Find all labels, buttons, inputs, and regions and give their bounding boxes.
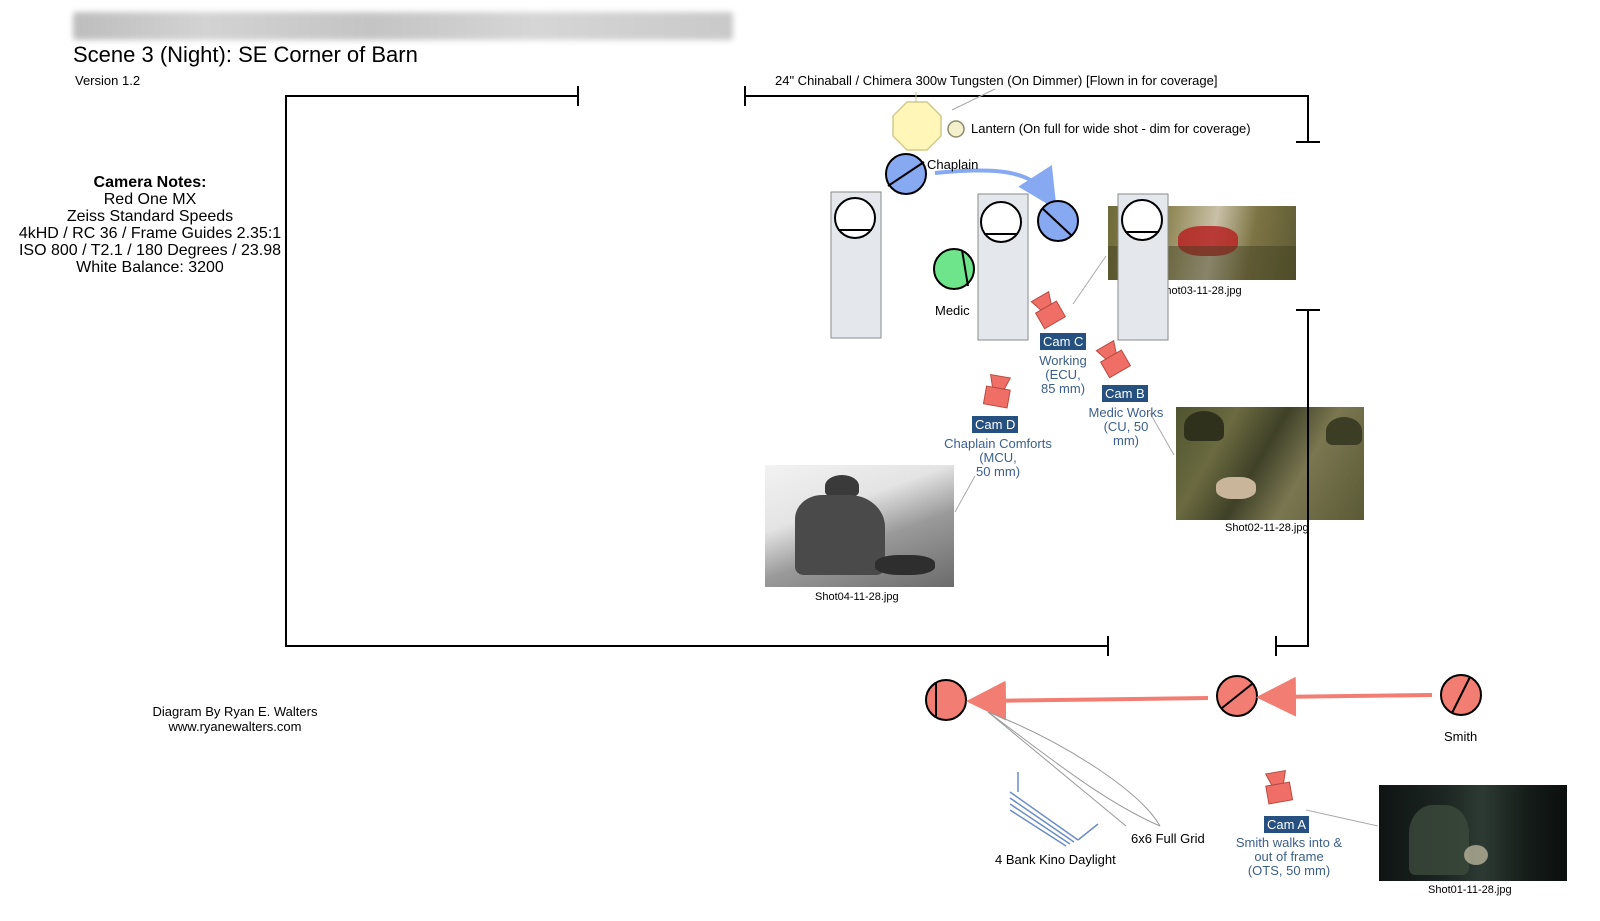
shot02-photo [1176, 407, 1364, 520]
cam-b-desc-line: mm) [1113, 433, 1139, 448]
cam-a-desc-line: (OTS, 50 mm) [1247, 863, 1331, 878]
diagram-credit: Diagram By Ryan E. Walters www.ryanewalt… [130, 704, 340, 734]
cam-d-desc-line: Chaplain Comforts [944, 436, 1052, 451]
scene-title: Scene 3 (Night): SE Corner of Barn [73, 42, 418, 67]
chaplain-move-arrow [934, 164, 1057, 210]
lantern-light [947, 120, 965, 138]
camera-note-line: 4kHD / RC 36 / Frame Guides 2.35:1 [18, 225, 282, 242]
lantern-label: Lantern (On full for wide shot - dim for… [971, 121, 1251, 136]
cam-d-icon [982, 373, 1012, 409]
camera-note-line: Zeiss Standard Speeds [66, 208, 234, 225]
smith-move-arrow-1 [1256, 676, 1433, 717]
kino-label: 4 Bank Kino Daylight [995, 852, 1116, 867]
patient-2 [980, 201, 1022, 243]
blurred-production-title [73, 12, 733, 40]
grid-frame [987, 711, 1161, 827]
shot01-photo [1379, 785, 1567, 881]
chinaball-light [892, 101, 942, 151]
shot02-caption: Shot02-11-28.jpg [1225, 522, 1309, 534]
cam-b-icon [1095, 339, 1132, 379]
patient-1 [834, 197, 876, 239]
camera-note-line: Red One MX [103, 191, 197, 208]
credit-author: Diagram By Ryan E. Walters [152, 704, 318, 719]
cam-c-desc-line: 85 mm) [1040, 381, 1086, 396]
camera-notes: Camera Notes: Red One MX Zeiss Standard … [0, 174, 300, 276]
cam-d-tag: Cam D [972, 416, 1019, 433]
cam-d-description: Chaplain Comforts (MCU, 50 mm) [928, 437, 1068, 479]
cam-b-desc-line: (CU, 50 [1103, 419, 1149, 434]
shot01-caption: Shot01-11-28.jpg [1428, 884, 1512, 896]
camera-note-line: White Balance: 3200 [76, 259, 224, 276]
chaplain-end [1037, 200, 1079, 242]
smith-position-2 [1216, 675, 1258, 717]
shot03-caption: Shot03-11-28.jpg [1158, 285, 1242, 297]
patient-3 [1121, 199, 1163, 241]
camera-note-line: ISO 800 / T2.1 / 180 Degrees / 23.98 [18, 242, 282, 259]
cam-a-desc-line: out of frame [1254, 849, 1324, 864]
cam-a-tag: Cam A [1264, 816, 1310, 833]
cam-b-tag: Cam B [1102, 385, 1148, 402]
cam-d-desc-line: 50 mm) [975, 464, 1021, 479]
chaplain-start [885, 153, 927, 195]
cam-a-description: Smith walks into & out of frame (OTS, 50… [1222, 836, 1356, 878]
barn-walls [285, 86, 1320, 656]
cam-a-desc-line: Smith walks into & [1235, 835, 1343, 850]
smith-position-3 [925, 679, 967, 721]
version-label: Version 1.2 [75, 73, 141, 88]
smith-label: Smith [1444, 729, 1478, 744]
medic-label: Medic [935, 303, 970, 318]
cam-c-icon [1030, 290, 1067, 330]
cam-b-description: Medic Works (CU, 50 mm) [1076, 406, 1176, 448]
smith-move-arrow-2 [966, 680, 1209, 721]
grid-label: 6x6 Full Grid [1131, 831, 1205, 846]
chinaball-label: 24" Chinaball / Chimera 300w Tungsten (O… [775, 73, 1218, 88]
cam-c-desc-line: (ECU, [1045, 367, 1081, 382]
cam-d-desc-line: (MCU, [979, 450, 1017, 465]
cam-c-desc-line: Working [1039, 353, 1087, 368]
medic-actor [933, 248, 975, 290]
cam-c-description: Working (ECU, 85 mm) [1013, 354, 1113, 396]
photo-connectors [954, 255, 1379, 827]
smith-position-1 [1440, 674, 1482, 716]
cam-a-icon [1264, 769, 1294, 805]
camera-notes-heading: Camera Notes: [93, 174, 207, 191]
credit-website: www.ryanewalters.com [168, 719, 302, 734]
shot04-photo [765, 465, 954, 587]
chaplain-label: Chaplain [927, 157, 979, 172]
shot04-caption: Shot04-11-28.jpg [815, 591, 899, 603]
cam-c-tag: Cam C [1040, 333, 1087, 350]
kino-light [1009, 772, 1099, 847]
cam-b-desc-line: Medic Works [1088, 405, 1164, 420]
